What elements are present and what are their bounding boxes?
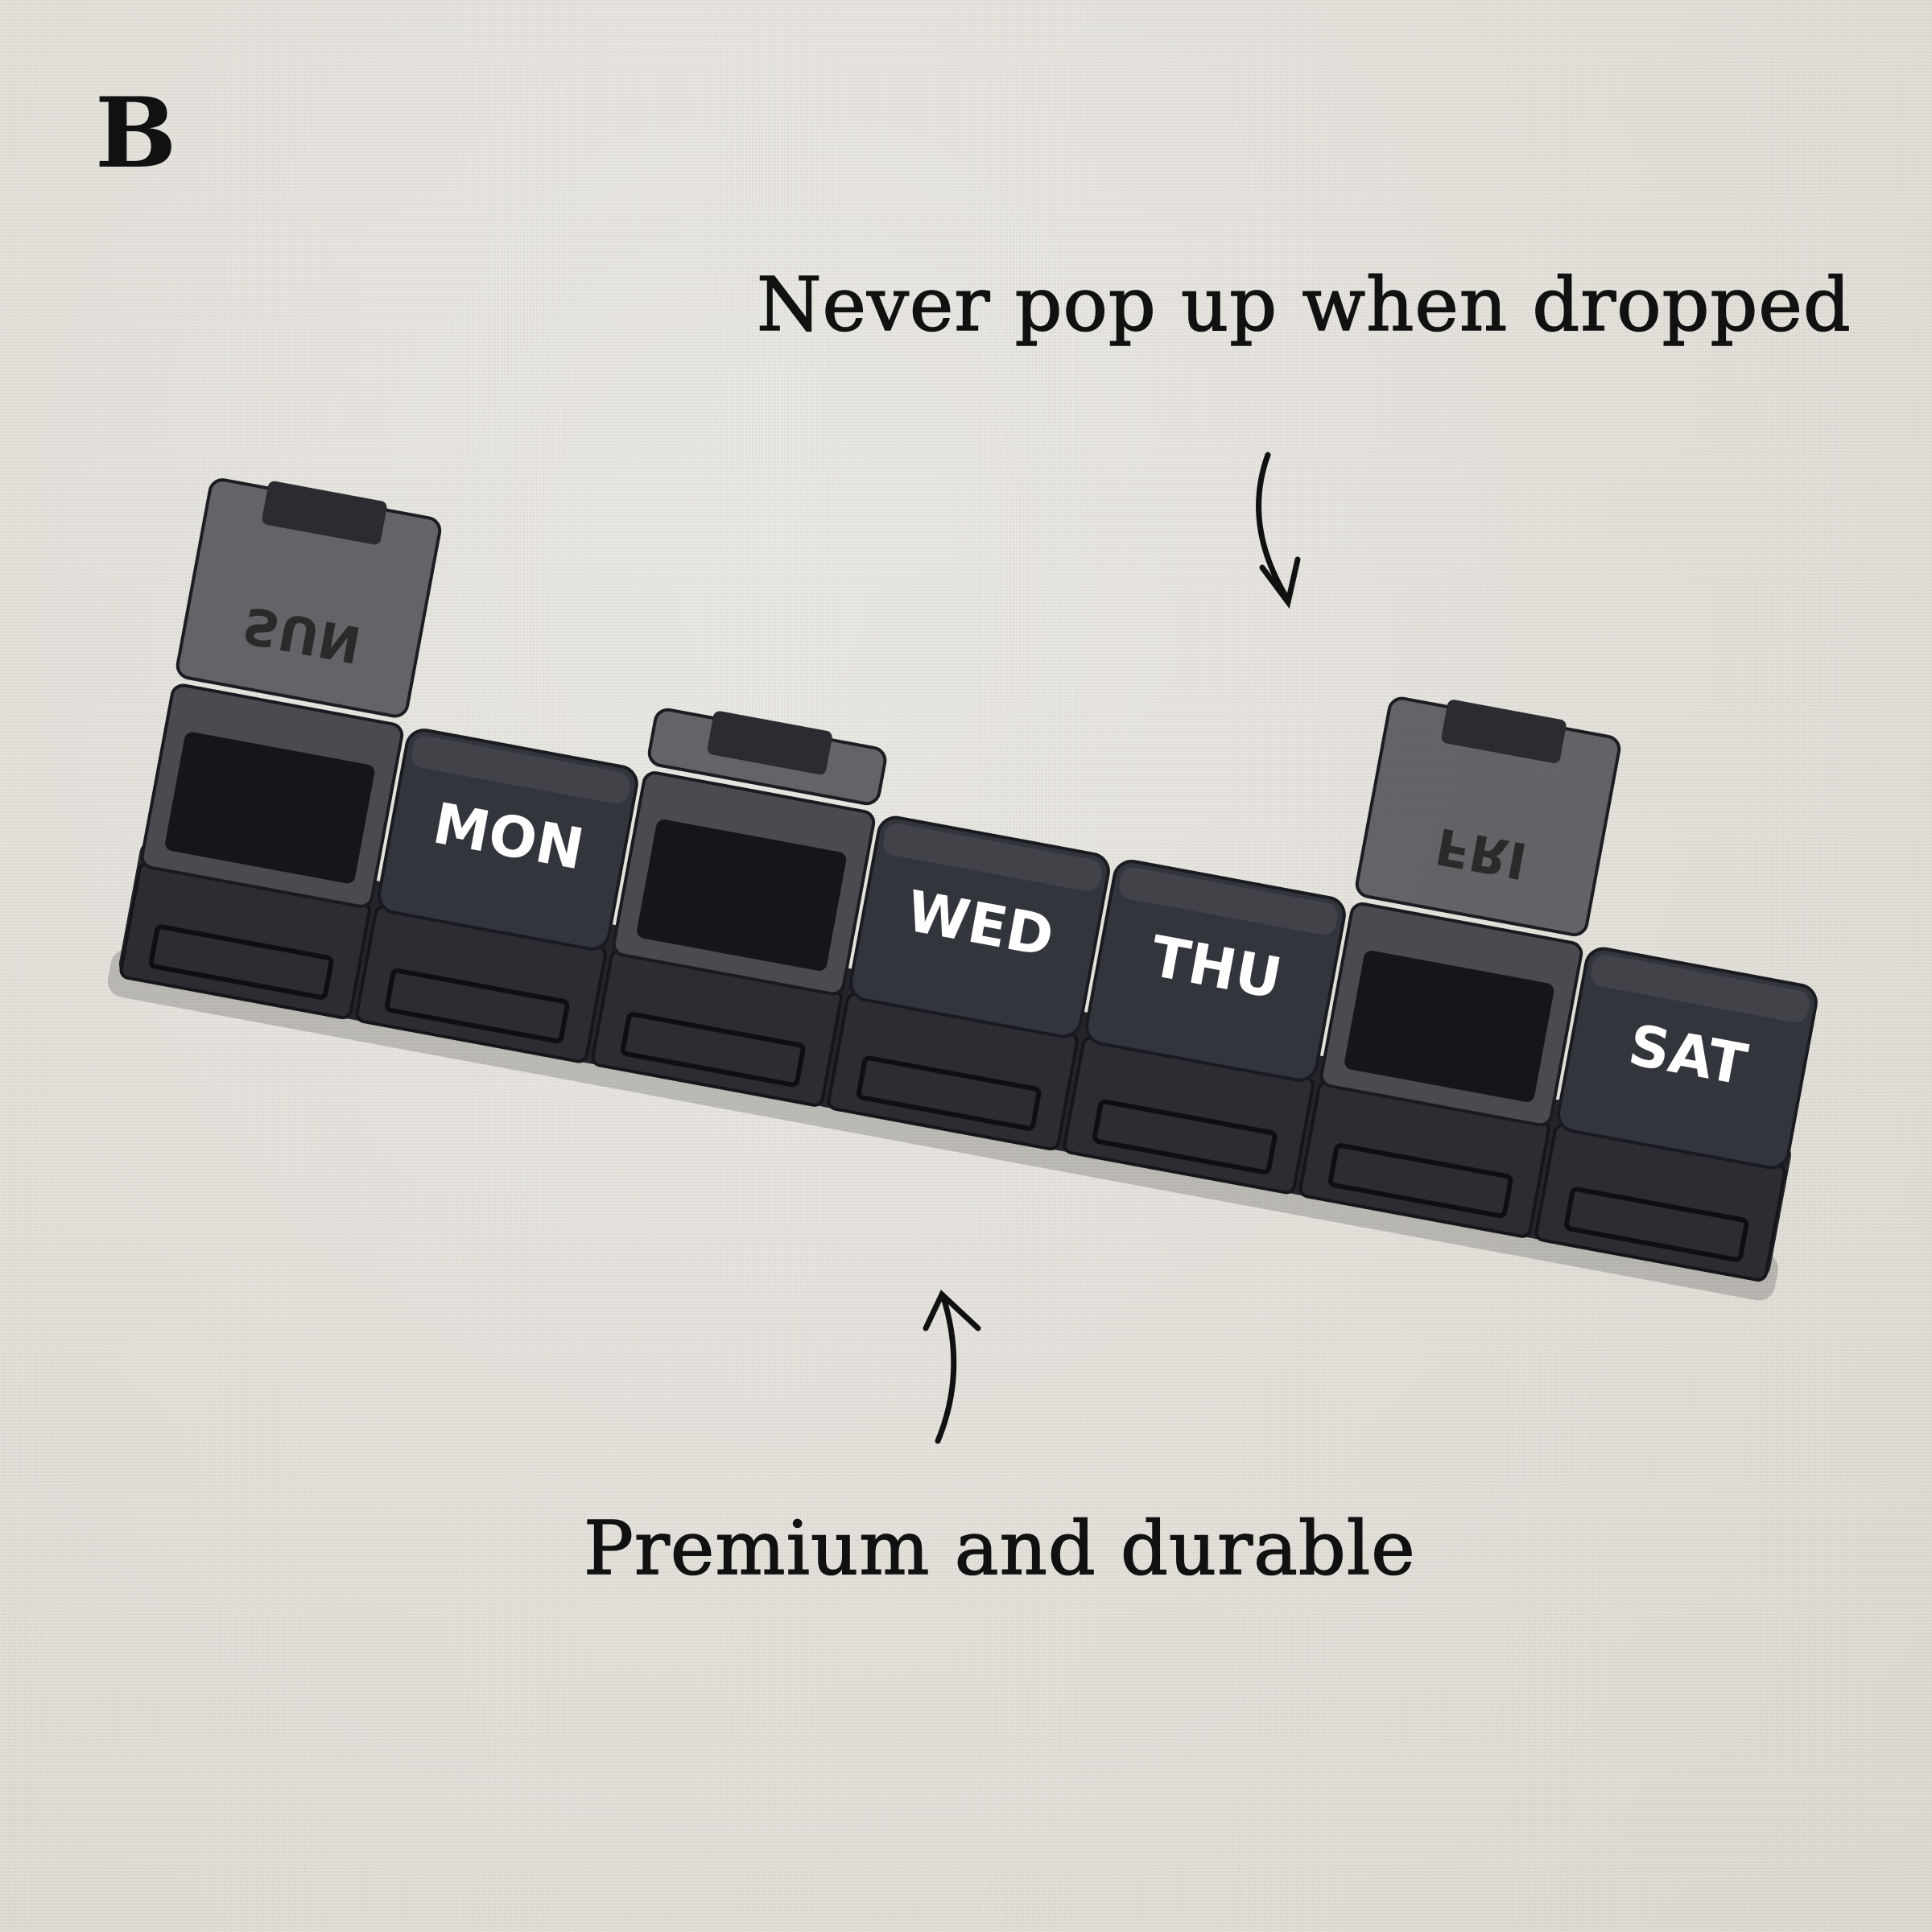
compartment-sat: SAT bbox=[1534, 947, 1818, 1282]
caption-premium-durable: Premium and durable bbox=[583, 1505, 1416, 1592]
lid-closed bbox=[1085, 860, 1346, 1082]
front-recess bbox=[1563, 1187, 1749, 1262]
lid-latch-tab bbox=[1441, 700, 1567, 764]
lid-open bbox=[647, 708, 887, 806]
lid-latch-tab bbox=[707, 711, 832, 775]
compartment-wed: WED bbox=[827, 815, 1110, 1151]
compartment-well bbox=[165, 732, 375, 884]
lid-highlight bbox=[411, 736, 630, 804]
lid-highlight bbox=[1119, 867, 1338, 935]
lid-highlight bbox=[1591, 954, 1810, 1022]
front-recess bbox=[856, 1055, 1042, 1131]
compartment-sun: SUN bbox=[119, 478, 442, 1020]
front-recess bbox=[1092, 1099, 1278, 1175]
compartment-mon: MON bbox=[355, 729, 638, 1063]
front-recess bbox=[384, 968, 570, 1044]
panel-letter: B bbox=[95, 76, 177, 190]
lid-latch-tab bbox=[262, 481, 387, 545]
caption-never-pop-up: Never pop up when dropped bbox=[756, 261, 1852, 349]
front-recess bbox=[148, 924, 334, 1000]
lid-open: SUN bbox=[175, 478, 442, 718]
arrow-down-icon bbox=[1256, 452, 1301, 609]
compartment-thu: THU bbox=[1063, 860, 1346, 1195]
arrow-up-icon bbox=[923, 1290, 981, 1444]
lid-open: FRI bbox=[1355, 696, 1621, 937]
compartment-well bbox=[1344, 950, 1554, 1102]
front-recess bbox=[1327, 1143, 1513, 1219]
lid-closed bbox=[1557, 947, 1818, 1170]
lid-highlight bbox=[883, 824, 1102, 892]
compartment-fri: FRI bbox=[1298, 696, 1621, 1238]
compartment-well bbox=[637, 819, 847, 971]
compartment-tue bbox=[591, 708, 887, 1107]
lid-closed bbox=[849, 815, 1110, 1038]
lid-closed bbox=[378, 729, 638, 951]
front-recess bbox=[620, 1012, 806, 1088]
